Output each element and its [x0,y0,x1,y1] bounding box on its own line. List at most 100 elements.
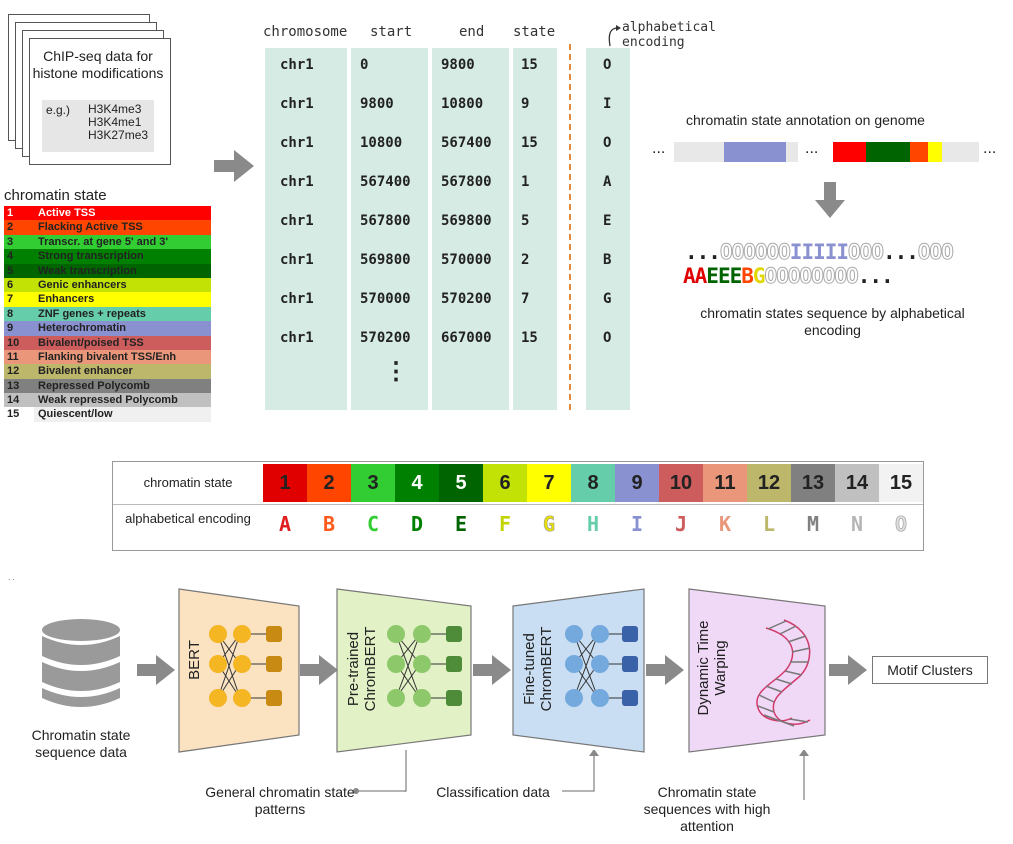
seq-o-run-3: OOO [917,240,954,265]
encoding-state-cell-2: 2 [307,464,351,502]
cell-chromosome: chr1 [280,213,314,229]
cell-end: 667000 [441,330,492,346]
pipeline-arrow-2 [300,655,338,685]
legend-row-state-5: 5 Weak transcription [4,263,211,278]
legend-state-label: Bivalent/poised TSS [38,336,144,349]
cell-encoding: O [603,57,612,73]
bert-network-icon [209,625,282,707]
encoding-letter-G: G [542,512,556,537]
encoding-state-cell-10: 10 [659,464,703,502]
pretrained-label: Pre-trained ChromBERT [345,626,379,712]
encoding-state-cell-12: 12 [747,464,791,502]
cell-end: 567400 [441,135,492,151]
legend-state-label: ZNF genes + repeats [38,307,146,320]
seq-a-run: AA [683,264,707,288]
cell-chromosome: chr1 [280,57,314,73]
genome-segment-state-2 [910,142,928,162]
cell-encoding: E [603,213,612,229]
legend-state-number: 3 [7,235,14,248]
database-icon [42,619,120,707]
seq-o-run-4: OOOOOOOO [764,264,859,289]
legend-state-label: Flacking Active TSS [38,221,143,234]
column-start-bg [351,48,428,410]
genome-segment-state-7 [928,142,942,162]
cell-state: 15 [521,57,538,73]
encoding-state-cell-6: 6 [483,464,527,502]
encoding-state-cell-13: 13 [791,464,835,502]
encoding-letter-I: I [630,512,644,536]
note-connectors [353,750,809,800]
header-chromosome: chromosome [263,24,348,40]
cell-state: 2 [521,252,530,268]
cell-chromosome: chr1 [280,330,314,346]
encoding-letter-E: E [454,512,468,536]
note-classification-data: Classification data [436,784,550,800]
cell-encoding: G [603,291,612,307]
encoding-state-cell-7: 7 [527,464,571,502]
sequence-caption: chromatin states sequence by alphabetica… [700,305,965,338]
encoding-state-cell-8: 8 [571,464,615,502]
legend-state-label: Enhancers [38,293,95,306]
cell-encoding: A [603,174,612,190]
legend-state-number: 10 [7,336,20,349]
seq-b: B [741,264,754,288]
header-state: state [513,24,556,40]
cell-end: 569800 [441,213,492,229]
genome-dots-left: ... [652,140,666,157]
motif-clusters-box: Motif Clusters [872,656,988,684]
legend-state-label: Weak transcription [38,264,137,277]
cell-encoding: O [603,330,612,346]
table-ellipsis: ⋮ [384,358,408,385]
encoding-letter-D: D [410,512,424,536]
genome-segment-state-5 [866,142,910,162]
chip-marks: H3K4me3 H3K4me1 H3K27me3 [88,103,148,142]
curved-arrow-icon [608,25,621,47]
legend-state-label: Transcr. at gene 5' and 3' [38,235,168,248]
encoding-state-cell-1: 1 [263,464,307,502]
legend-state-number: 5 [7,264,14,277]
legend-state-label: Weak repressed Polycomb [38,394,178,407]
seq-i-run: IIIII [789,240,849,264]
arrow-right-icon [214,150,254,182]
seq-prefix: ... [685,240,721,264]
column-chromosome-bg [265,48,347,410]
finetuned-label: Fine-tuned ChromBERT [521,626,555,712]
pretrained-block [336,588,472,753]
encoding-letter-O: O [894,512,908,537]
encoding-row-states [113,462,923,505]
cell-end: 10800 [441,96,484,112]
cell-start: 570000 [360,291,411,307]
finetuned-block [512,588,645,753]
mark-item: H3K27me3 [88,128,149,142]
encoding-state-cell-14: 14 [835,464,879,502]
cell-state: 1 [521,174,530,190]
cell-chromosome: chr1 [280,291,314,307]
chip-example-box: e.g.) H3K4me3 H3K4me1 H3K27me3 [42,100,154,152]
header-encoding: alphabetical encoding [622,20,716,50]
cell-chromosome: chr1 [280,135,314,151]
bert-label: BERT [186,640,203,680]
legend-title: chromatin state [4,187,107,204]
encoding-letter-F: F [498,512,512,536]
cell-state: 7 [521,291,530,307]
dtw-block [688,588,826,753]
column-state-bg [513,48,557,410]
genome-dots-mid: ... [805,140,819,157]
seq-g: G [752,264,766,288]
encoding-letter-B: B [322,512,336,536]
seq-o-run-2: OOO [848,240,885,265]
encoding-state-cell-9: 9 [615,464,659,502]
seq-e-run: EEE [706,264,742,288]
genome-dots-right: ... [983,140,997,157]
genome-segment-state-1 [833,142,866,162]
pipeline-arrow-5 [829,655,867,685]
dtw-label: Dynamic Time Warping [695,620,729,716]
